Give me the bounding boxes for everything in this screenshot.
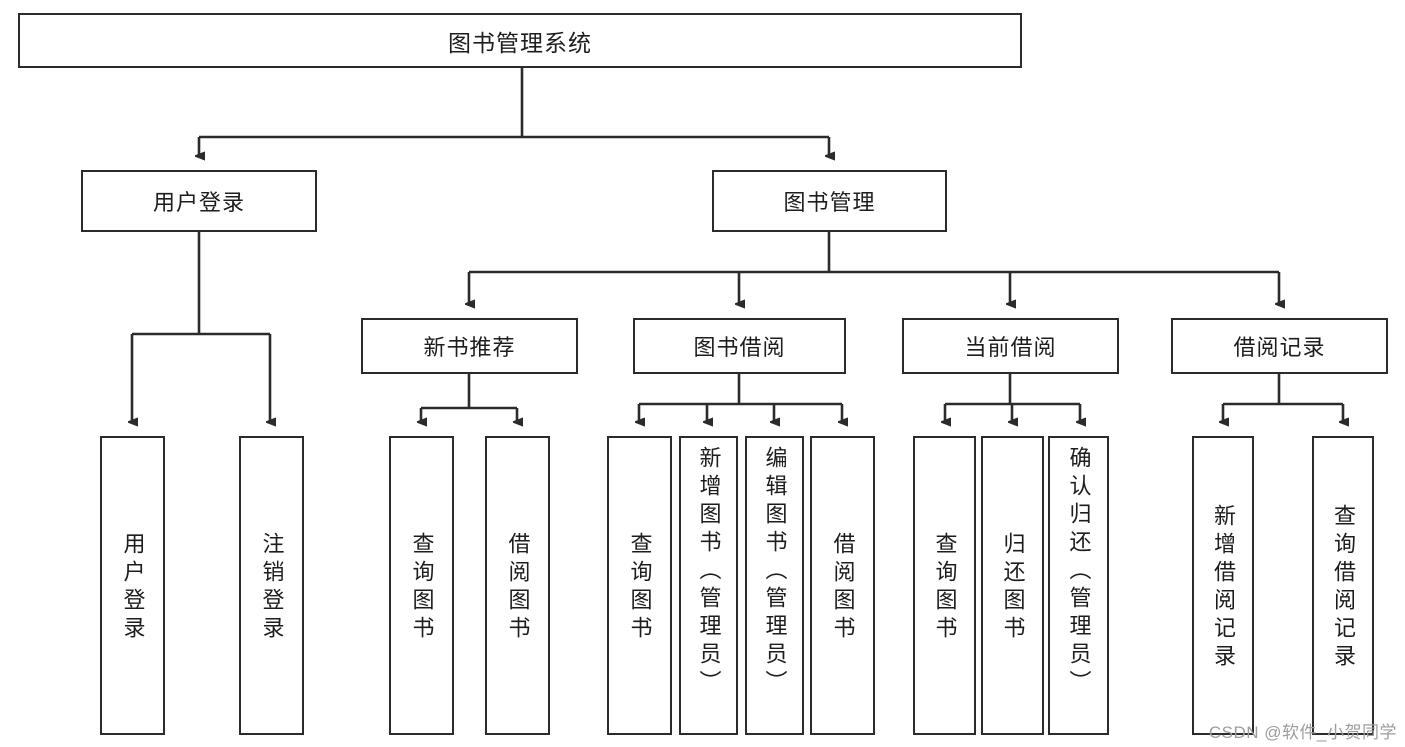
leaf-user-login-logout[interactable]: 注销登录 [239,436,304,735]
leaf-current-confirm-return-admin[interactable]: 确认归还（管理员） [1048,436,1109,735]
leaf-recommend-borrow-book[interactable]: 借阅图书 [485,436,550,735]
leaf-record-query-record[interactable]: 查询借阅记录 [1312,436,1374,735]
node-root-system[interactable]: 图书管理系统 [18,13,1022,68]
node-book-borrow[interactable]: 图书借阅 [633,318,846,374]
leaf-borrow-borrow-book[interactable]: 借阅图书 [810,436,875,735]
leaf-current-return-book[interactable]: 归还图书 [981,436,1044,735]
leaf-user-login-login[interactable]: 用户登录 [100,436,165,735]
leaf-borrow-query-book[interactable]: 查询图书 [607,436,672,735]
node-new-book-recommend[interactable]: 新书推荐 [361,318,578,374]
leaf-borrow-edit-book-admin[interactable]: 编辑图书（管理员） [745,436,804,735]
leaf-record-add-record[interactable]: 新增借阅记录 [1192,436,1254,735]
node-book-management[interactable]: 图书管理 [712,170,947,232]
leaf-current-query-book[interactable]: 查询图书 [913,436,976,735]
node-user-login[interactable]: 用户登录 [81,170,317,232]
csdn-watermark: CSDN @软件_小贺同学 [1208,723,1397,742]
node-borrow-record[interactable]: 借阅记录 [1171,318,1388,374]
leaf-borrow-add-book-admin[interactable]: 新增图书（管理员） [679,436,738,735]
leaf-recommend-query-book[interactable]: 查询图书 [389,436,454,735]
node-current-borrow[interactable]: 当前借阅 [902,318,1119,374]
